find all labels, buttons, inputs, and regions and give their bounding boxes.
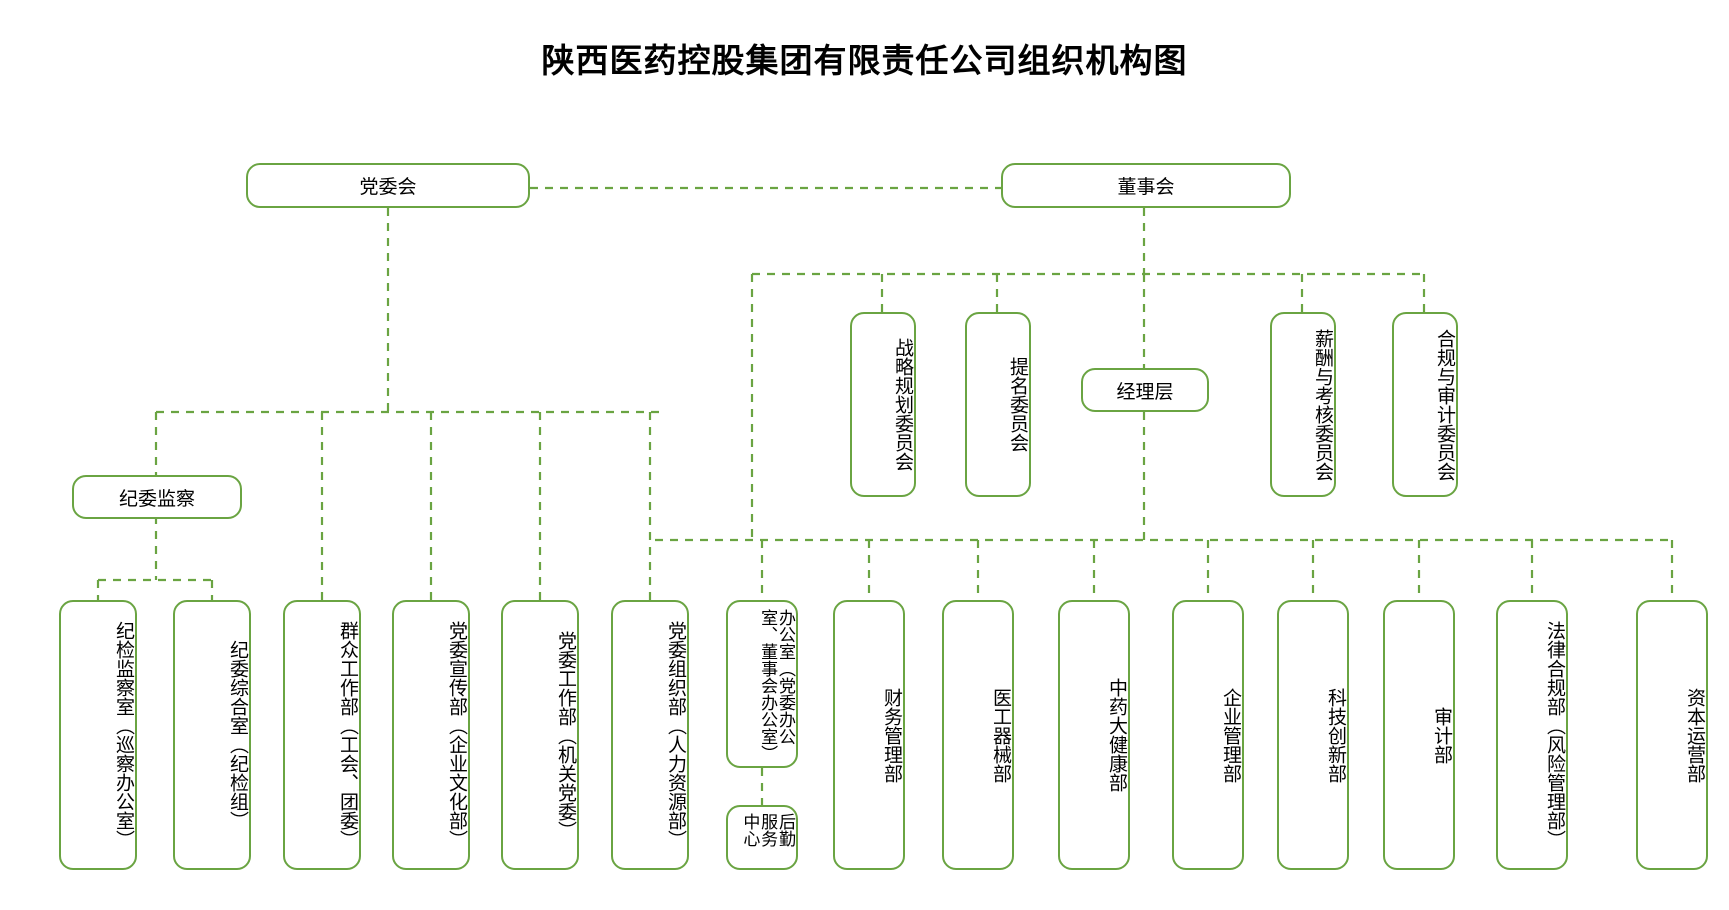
node-label: 医工器械部 (990, 687, 1011, 783)
node-label: 提名委员会 (1007, 357, 1028, 452)
node-party-work-department[interactable]: 党委工作部（机关党委） (501, 600, 579, 870)
node-legal-compliance-department[interactable]: 法律合规部（风险管理部） (1496, 600, 1568, 870)
node-label: 办公室（党委办公室、董事会办公室） (758, 609, 795, 762)
node-discipline-inspection-office[interactable]: 纪检监察室（巡察办公室） (59, 600, 137, 870)
node-strategy-planning-committee[interactable]: 战略规划委员会 (850, 312, 916, 497)
node-label: 纪检监察室（巡察办公室） (113, 621, 134, 849)
node-compliance-audit-committee[interactable]: 合规与审计委员会 (1392, 312, 1458, 497)
node-label: 审计部 (1431, 706, 1452, 764)
node-sci-tech-innovation-department[interactable]: 科技创新部 (1277, 600, 1349, 870)
page-title: 陕西医药控股集团有限责任公司组织机构图 (541, 42, 1188, 79)
node-label: 资本运营部 (1684, 687, 1705, 783)
node-label: 科技创新部 (1325, 687, 1346, 783)
node-party-publicity-department[interactable]: 党委宣传部（企业文化部） (392, 600, 470, 870)
node-label: 纪委综合室（纪检组） (227, 640, 248, 830)
node-finance-management-department[interactable]: 财务管理部 (833, 600, 905, 870)
node-label: 合规与审计委员会 (1434, 328, 1455, 481)
node-board-of-directors[interactable]: 董事会 (1001, 163, 1291, 208)
node-label: 后勤服务中心 (740, 813, 795, 847)
node-nomination-committee[interactable]: 提名委员会 (965, 312, 1031, 497)
node-label: 财务管理部 (881, 687, 902, 783)
node-medical-device-department[interactable]: 医工器械部 (942, 600, 1014, 870)
node-label: 董事会 (1117, 177, 1175, 198)
node-label: 法律合规部（风险管理部） (1544, 621, 1565, 849)
node-label: 中药大健康部 (1106, 678, 1127, 792)
node-party-organization-department[interactable]: 党委组织部（人力资源部） (611, 600, 689, 870)
node-label: 薪酬与考核委员会 (1312, 328, 1333, 481)
node-audit-department[interactable]: 审计部 (1383, 600, 1455, 870)
node-capital-operation-department[interactable]: 资本运营部 (1636, 600, 1708, 870)
node-general-office[interactable]: 办公室（党委办公室、董事会办公室） (726, 600, 798, 768)
node-label: 经理层 (1116, 381, 1174, 403)
node-label: 党委组织部（人力资源部） (665, 621, 686, 849)
node-label: 战略规划委员会 (892, 338, 913, 471)
node-mass-work-department[interactable]: 群众工作部（工会、团委） (283, 600, 361, 870)
node-label: 纪委监察 (118, 488, 195, 510)
node-discipline-inspection[interactable]: 纪委监察 (72, 475, 242, 519)
node-management-layer[interactable]: 经理层 (1081, 368, 1209, 412)
node-remuneration-appraisal-committee[interactable]: 薪酬与考核委员会 (1270, 312, 1336, 497)
node-tcm-health-department[interactable]: 中药大健康部 (1058, 600, 1130, 870)
node-label: 企业管理部 (1220, 687, 1241, 783)
node-label: 群众工作部（工会、团委） (337, 621, 358, 849)
node-label: 党委宣传部（企业文化部） (446, 621, 467, 849)
node-label: 党委会 (359, 177, 417, 198)
node-enterprise-management-department[interactable]: 企业管理部 (1172, 600, 1244, 870)
node-party-committee[interactable]: 党委会 (246, 163, 530, 208)
node-logistics-service-center[interactable]: 后勤服务中心 (726, 805, 798, 870)
node-label: 党委工作部（机关党委） (555, 630, 576, 840)
node-discipline-general-office[interactable]: 纪委综合室（纪检组） (173, 600, 251, 870)
